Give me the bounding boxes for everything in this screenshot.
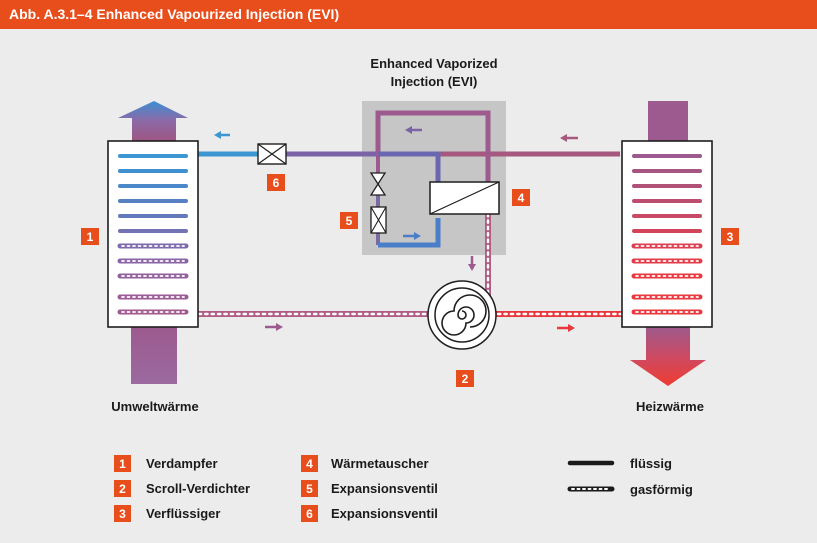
svg-text:5: 5 [306,482,313,496]
label-heating-heat: Heizwärme [636,399,704,414]
svg-text:5: 5 [346,214,353,228]
legend-item: 1 Verdampfer [114,455,218,472]
badge-expansion-valve-main: 6 [267,174,285,191]
flow-arrow-gas-right [557,324,575,332]
evi-title-line1: Enhanced Vaporized [370,56,497,71]
condenser [621,140,713,328]
svg-text:flüssig: flüssig [630,456,672,471]
flow-arrow-gas-left [265,323,283,331]
legend-item: 6 Expansionsventil [301,505,438,522]
pipe-evi-low [378,218,441,248]
svg-text:Verflüssiger: Verflüssiger [146,506,220,521]
heat-in-arrow [648,101,688,141]
svg-text:2: 2 [119,482,126,496]
svg-text:gasförmig: gasförmig [630,482,693,497]
heat-exchanger [429,181,500,215]
heating-heat-out-arrow [630,326,706,386]
evaporator [107,140,199,328]
expansion-valve-main [257,143,287,165]
svg-text:Wärmetauscher: Wärmetauscher [331,456,429,471]
legend-item: 3 Verflüssiger [114,505,220,522]
badge-condenser: 3 [721,228,739,245]
legend-item: 2 Scroll-Verdichter [114,480,250,497]
svg-text:6: 6 [273,176,280,190]
svg-text:Scroll-Verdichter: Scroll-Verdichter [146,481,250,496]
legend-line-liquid: flüssig [567,456,672,471]
legend-line-gas: gasförmig [567,482,693,497]
flow-arrow-evi-top [405,126,422,134]
svg-text:2: 2 [462,372,469,386]
expansion-valve-evi [369,172,387,234]
svg-text:4: 4 [306,457,313,471]
environment-heat-in-arrow [131,326,177,384]
svg-text:3: 3 [119,507,126,521]
pipe-evi-bypass [375,110,491,210]
svg-text:4: 4 [518,191,525,205]
flow-arrow-injection [468,256,476,271]
evi-title-line2: Injection (EVI) [391,74,478,89]
figure-header: Abb. A.3.1–4 Enhanced Vapourized Injecti… [0,0,817,29]
svg-text:Verdampfer: Verdampfer [146,456,218,471]
legend-item: 5 Expansionsventil [301,480,438,497]
label-environment-heat: Umweltwärme [111,399,198,414]
svg-text:3: 3 [727,230,734,244]
svg-text:6: 6 [306,507,313,521]
badge-evaporator: 1 [81,228,99,245]
scroll-compressor [427,280,497,350]
flow-arrow-evi-low [403,232,421,240]
flow-arrow-liquid-left [214,131,230,139]
figure-title: Abb. A.3.1–4 Enhanced Vapourized Injecti… [9,6,340,22]
pipe-evi-main [378,151,441,182]
svg-text:Expansionsventil: Expansionsventil [331,506,438,521]
badge-compressor: 2 [456,370,474,387]
svg-text:1: 1 [87,230,94,244]
badge-heat-exchanger: 4 [512,189,530,206]
svg-text:Expansionsventil: Expansionsventil [331,481,438,496]
environment-heat-out-arrow [118,101,188,143]
legend-item: 4 Wärmetauscher [301,455,429,472]
badge-expansion-valve-evi: 5 [340,212,358,229]
flow-arrow-liquid-right [560,134,578,142]
svg-text:1: 1 [119,457,126,471]
